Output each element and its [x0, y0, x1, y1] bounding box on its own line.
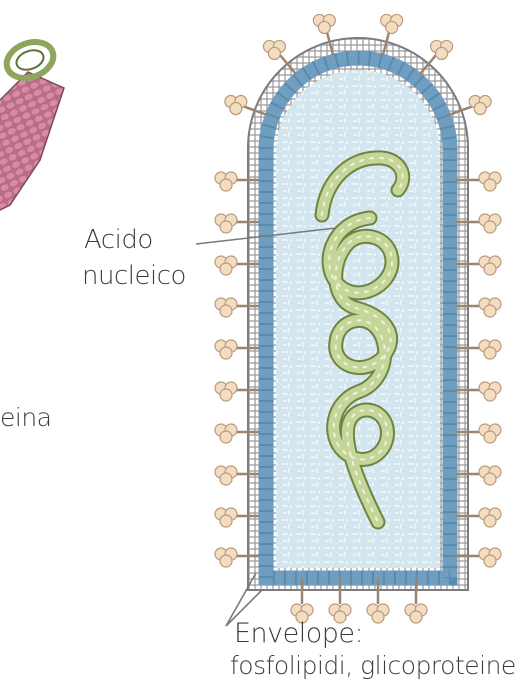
protein-label-fragment: eina	[0, 404, 52, 433]
envelope-label-title: Envelope:	[234, 618, 363, 649]
nucleic-acid-label-line2: nucleico	[82, 262, 186, 292]
helical-capsid-body	[0, 72, 64, 215]
nucleic-acid-label-line1: Acido	[84, 226, 153, 256]
helical-capsid-end-ring	[2, 36, 59, 84]
helical-capsid-virus	[0, 36, 64, 215]
envelope-label-detail: fosfolipidi, glicoproteine	[230, 652, 516, 681]
